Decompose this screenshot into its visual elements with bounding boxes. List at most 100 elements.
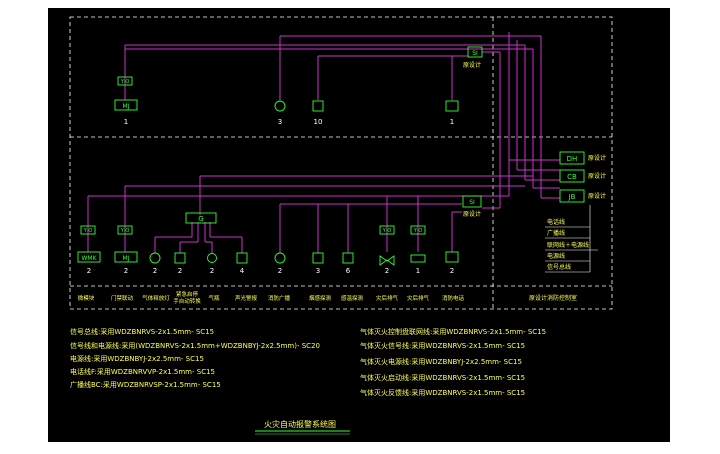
exhaust-fan-icon xyxy=(410,254,426,263)
dashed-frame xyxy=(69,16,613,310)
legend-right: 气体灭火控制盘联网线:采用WDZBNRVS-2x1.5mm- SC15 气体灭火… xyxy=(360,327,546,397)
mj-count: 1 xyxy=(124,118,128,126)
phone-icon xyxy=(445,100,459,112)
g-controller xyxy=(185,212,217,224)
diagram-title: 火灾自动报警系统图 xyxy=(264,419,336,429)
wmk-module xyxy=(80,225,96,235)
lower-si-box xyxy=(462,195,482,208)
lower-wiring xyxy=(87,160,533,253)
caption-heat: 感温探测 xyxy=(341,294,364,302)
legend-left: 信号总线:采用WDZBNRVS-2x1.5mm- SC15 信号线和电源线:采用… xyxy=(70,327,320,389)
caption-cylinder: 气瓶 xyxy=(208,294,220,302)
caption-alarm: 声光警报 xyxy=(235,294,258,302)
legend-left-2: 信号线和电源线:采用(WDZBNRVS-2x1.5mm+WDZBNBYJ-2x2… xyxy=(70,341,320,350)
heat-detector-icon xyxy=(342,252,354,264)
caption-exhaust-1: 灾后排气 xyxy=(376,294,399,302)
phone-count: 1 xyxy=(450,118,454,126)
cb-note: 原设计 xyxy=(588,172,606,180)
legend-left-3: 电源线:采用WDZBNBYJ-2x2.5mm- SC15 xyxy=(70,354,204,363)
mj-tag-lower: MJ xyxy=(123,255,130,262)
count-wmk: 2 xyxy=(87,267,91,275)
mj-device xyxy=(114,99,138,111)
s-device xyxy=(312,100,324,112)
wmk-device xyxy=(77,251,101,263)
legend-left-5: 广播线BC:采用WDZBNRVSP-2x1.5mm- SC15 xyxy=(70,380,221,389)
lower-captions: 微模块 门禁联动 气体释放灯 紧急启停手自动转换 气瓶 声光警报 消防广播 烟感… xyxy=(78,290,465,305)
lower-devices xyxy=(77,212,459,266)
lower-si-tag: SI xyxy=(469,199,475,206)
s-count: 10 xyxy=(314,118,323,126)
wire-list-1: 电话线 xyxy=(547,218,565,226)
exhaust-module-1 xyxy=(379,225,395,235)
exhaust-module-2 xyxy=(410,225,426,235)
dh-label: DH xyxy=(567,155,578,163)
count-mj: 2 xyxy=(124,267,128,275)
mj-module-label: Y·O xyxy=(120,228,130,234)
speaker-icon xyxy=(274,252,286,264)
legend-right-2: 气体灭火信号线:采用WDZBNRVS-2x1.5mm- SC15 xyxy=(360,341,525,350)
count-phone: 2 xyxy=(450,267,454,275)
caption-exhaust-2: 灾后排气 xyxy=(407,294,430,302)
legend-right-4: 气体灭火启动线:采用WDZBNRVS-2x1.5mm- SC15 xyxy=(360,373,525,382)
fire-phone-icon xyxy=(445,251,459,263)
mj-module xyxy=(117,225,133,235)
caption-smoke: 烟感探测 xyxy=(309,294,332,302)
tg-count: 3 xyxy=(278,118,282,126)
jb-box xyxy=(559,189,585,203)
count-smoke: 3 xyxy=(316,267,320,275)
lower-si-note: 原设计 xyxy=(463,210,481,218)
count-alarm: 4 xyxy=(240,267,245,275)
cb-box xyxy=(559,169,585,183)
module-label: Y·O xyxy=(120,79,130,85)
count-emergency: 2 xyxy=(178,267,182,275)
caption-broadcast: 消防广播 xyxy=(268,294,291,302)
upper-wiring xyxy=(124,32,560,209)
valve-icon xyxy=(379,255,395,266)
caption-emergency: 紧急启停手自动转换 xyxy=(173,290,201,305)
wire-list-2: 广播线 xyxy=(547,229,565,237)
count-exhaust-1: 2 xyxy=(385,267,389,275)
wmk-tag: WMK xyxy=(81,255,97,262)
count-exhaust-2: 1 xyxy=(416,267,420,275)
cb-label: CB xyxy=(567,173,577,181)
caption-mj: 门禁联动 xyxy=(111,294,134,302)
si-tag: SI xyxy=(472,50,478,57)
exhaust-module-label-1: Y·O xyxy=(382,228,392,234)
lower-counts: 2 2 2 2 2 4 2 3 6 2 1 2 xyxy=(87,267,454,275)
caption-wmk: 微模块 xyxy=(78,294,95,302)
sound-light-alarm-icon xyxy=(236,252,248,264)
upper-devices xyxy=(114,46,483,112)
legend-right-1: 气体灭火控制盘联网线:采用WDZBNRVS-2x1.5mm- SC15 xyxy=(360,327,546,336)
caption-gas-lamp: 气体释放灯 xyxy=(142,294,170,302)
wire-list-3: 联网线＋电源线 xyxy=(547,241,589,249)
control-room-caption: 原设计消防控制室 xyxy=(529,294,577,302)
count-heat: 6 xyxy=(346,267,351,275)
cad-background xyxy=(48,8,670,442)
module-box xyxy=(117,76,133,86)
jb-label: JB xyxy=(568,193,576,201)
wire-list-4: 电源线 xyxy=(547,252,565,260)
wmk-module-label: Y·O xyxy=(83,228,93,234)
si-box xyxy=(467,46,483,58)
legend-right-5: 气体灭火反馈线:采用WDZBNRVS-2x1.5mm- SC15 xyxy=(360,388,525,397)
gas-cylinder-icon xyxy=(207,253,217,263)
legend-left-1: 信号总线:采用WDZBNRVS-2x1.5mm- SC15 xyxy=(70,327,214,336)
emergency-stop-icon xyxy=(174,252,186,264)
tg-symbol xyxy=(274,100,286,112)
count-broadcast: 2 xyxy=(278,267,282,275)
gas-release-lamp-icon xyxy=(149,252,161,264)
wire-list-5: 信号总线 xyxy=(547,263,571,271)
smoke-detector-icon xyxy=(312,252,324,264)
caption-phone: 消防电话 xyxy=(442,294,465,302)
exhaust-module-label-2: Y·O xyxy=(413,228,423,234)
legend-left-4: 电话线F:采用WDZBNRVVP-2x1.5mm- SC15 xyxy=(70,367,215,376)
dh-box xyxy=(559,151,585,165)
wire-list-lines xyxy=(545,205,598,273)
legend-right-3: 气体灭火电源线:采用WDZBNBYJ-2x2.5mm- SC15 xyxy=(360,357,522,366)
mj-device-lower xyxy=(114,251,138,263)
mj-tag: MJ xyxy=(123,103,130,110)
g-tag: G xyxy=(198,215,203,223)
count-gas-lamp: 2 xyxy=(153,267,157,275)
